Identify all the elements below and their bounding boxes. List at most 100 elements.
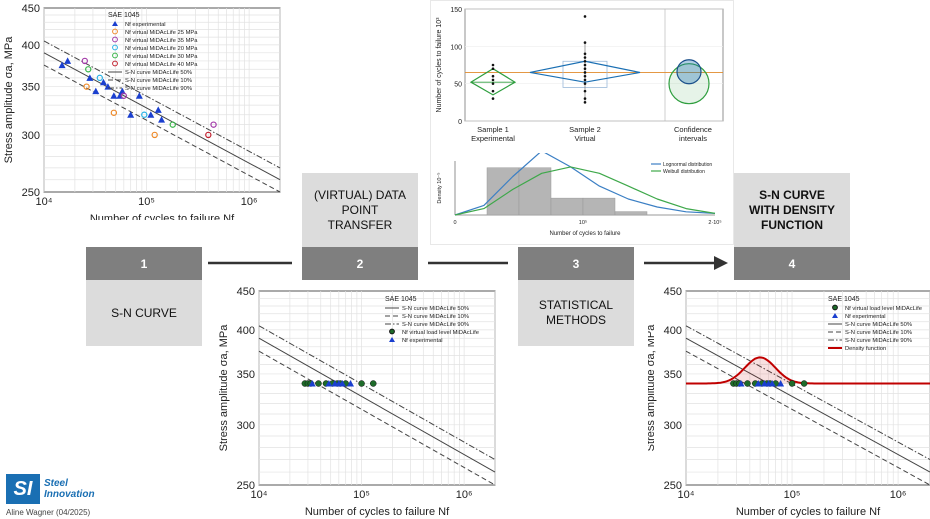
legend-entry: S-N curve MiDAcLife 90% [402,322,469,328]
data-point-circle [744,380,751,387]
histogram-bar [550,197,584,216]
data-point-triangle [110,92,118,99]
x-axis-label: Number of cycles to failure [549,231,621,237]
legend-entry: S-N curve MiDAcLife 10% [845,330,912,336]
x-tick-label: 10⁶ [456,489,473,501]
logo-line-2: Innovation [44,489,95,500]
y-tick-label: 150 [450,7,462,14]
data-point-circle [205,131,212,139]
legend-entry: Nf virtual MiDAcLife 20 MPa [125,46,198,52]
y-axis-label: Density 10⁻⁵ [436,172,443,203]
y-axis-label: Stress amplitude σa, MPa [648,324,657,452]
logo-mark-icon: SI [6,474,40,504]
y-tick-label: 400 [664,325,682,337]
step-number-4: 4 [734,247,850,280]
data-point-triangle [86,74,94,81]
y-tick-label: 350 [664,369,682,381]
y-tick-label: 300 [664,420,682,432]
data-point-circle [169,121,176,128]
data-point-circle [151,131,158,139]
sn-curve-line [258,337,496,473]
sn-curve-line [43,64,281,193]
data-point-triangle [777,380,785,387]
sn-curve-line [685,337,930,473]
data-point-triangle [325,380,333,387]
y-tick-label: 250 [237,480,255,492]
y-tick-label: 450 [664,286,682,298]
x-axis-label: Number of cycles to failure Nf [90,213,235,220]
x-tick-label: 10⁴ [678,489,695,501]
x-category-label: intervals [679,134,707,143]
legend-entry: Density function [845,346,886,352]
sample1-point [491,97,495,100]
step-label-2: (VIRTUAL) DATA POINT TRANSFER [302,173,418,247]
legend-title: SAE 1045 [828,296,860,303]
density-line [454,166,716,216]
legend-title: SAE 1045 [385,296,417,303]
legend-entry: Lognormal distribution [663,162,712,168]
legend-entry: Nf experimental [125,22,166,28]
plot-area [258,290,496,486]
legend-entry: S-N curve MiDAcLife 90% [125,86,192,92]
x-tick-label: 10⁴ [251,489,268,501]
x-category-label: Sample 1 [477,125,509,134]
histogram-bar [518,167,552,216]
y-tick-label: 50 [454,82,462,89]
sample2-diamond [529,60,641,83]
sample2-point [583,71,587,74]
logo-line-1: Steel [44,478,68,489]
sample1-point [491,63,495,67]
data-point-circle [800,380,808,387]
legend-entry: Nf virtual load level MiDAcLife [845,306,922,312]
data-point-circle [81,57,89,65]
sample2-point [583,89,587,93]
sn-curve-line [258,325,496,461]
sample2-point [583,97,587,100]
data-point-triangle [154,106,162,113]
legend-entry: S-N curve MiDAcLife 50% [402,306,469,312]
y-tick-label: 300 [22,130,40,142]
data-point-triangle [92,87,100,95]
x-tick-label: 10⁵ [784,489,801,501]
sn-curve-line [43,52,281,181]
y-tick-label: 400 [237,325,255,337]
legend-entry: S-N curve MiDAcLife 50% [125,70,192,76]
histogram-bar [614,211,648,216]
data-point-circle [96,74,104,82]
y-tick-label: 0 [458,119,462,126]
data-point-circle [315,380,322,387]
legend-swatch [112,28,118,35]
data-point-triangle [127,111,135,118]
sample2-point [583,15,587,18]
data-point-circle [369,380,377,387]
y-axis-label: Stress amplitude σa, MPa [218,324,230,452]
sample2-point [583,67,587,71]
data-point-triangle [64,57,72,64]
sample2-point [583,101,587,104]
data-point-triangle [118,87,126,95]
sample2-point [583,56,587,59]
step-label-4: S-N CURVE WITH DENSITY FUNCTION [734,173,850,247]
data-point-triangle [768,380,776,387]
legend-swatch [112,44,118,51]
legend-swatch [112,21,118,26]
y-axis-label: Number of cycles to failure 10³ [436,17,443,113]
legend-entry: Nf virtual MiDAcLife 25 MPa [125,30,198,36]
legend-swatch [112,52,118,59]
x-tick-label: 10⁴ [36,196,53,208]
data-point-circle [120,92,128,99]
sample1-point [491,74,495,78]
x-tick-label: 10⁵ [138,196,155,208]
data-point-circle [358,380,365,387]
data-point-triangle [308,380,316,387]
x-axis-label: Number of cycles to failure Nf [736,506,881,518]
confidence-circle-sample2 [676,59,702,85]
legend-swatch [112,36,118,43]
x-tick-label: 10⁵ [353,489,370,501]
data-point-triangle [58,61,66,69]
step-label-3: STATISTICAL METHODS [518,280,634,346]
